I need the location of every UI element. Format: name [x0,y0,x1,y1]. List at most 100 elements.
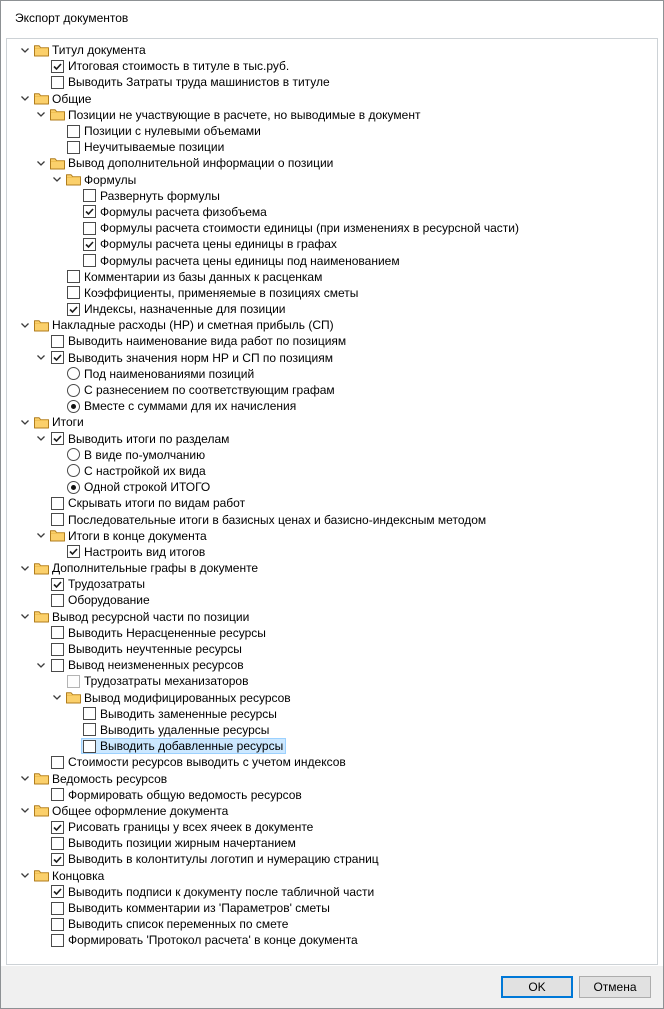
chevron-down-icon[interactable] [17,771,33,787]
tree-item-checkbox[interactable]: Оборудование [7,592,657,608]
tree-item-checkbox[interactable]: Выводить комментарии из 'Параметров' сме… [7,900,657,916]
tree-item-checkbox[interactable]: Скрывать итоги по видам работ [7,495,657,511]
chevron-down-icon[interactable] [17,609,33,625]
tree-item-folder[interactable]: Общее оформление документа [7,803,657,819]
checkbox-icon[interactable] [81,204,97,220]
tree-item-checkbox[interactable]: Формулы расчета стоимости единицы (при и… [7,220,657,236]
checkbox-icon[interactable] [81,738,97,754]
chevron-down-icon[interactable] [17,414,33,430]
tree-item-checkbox[interactable]: Рисовать границы у всех ячеек в документ… [7,819,657,835]
checkbox-icon[interactable] [49,431,65,447]
tree-item-radio[interactable]: Вместе с суммами для их начисления [7,398,657,414]
tree-item-checkbox[interactable]: Трудозатраты механизаторов [7,673,657,689]
tree-item-folder[interactable]: Вывод дополнительной информации о позици… [7,155,657,171]
tree-item-checkbox[interactable]: Индексы, назначенные для позиции [7,301,657,317]
tree-item-checkbox[interactable]: Настроить вид итогов [7,544,657,560]
tree-item-folder[interactable]: Итоги [7,414,657,430]
tree-item-checkbox[interactable]: Выводить в колонтитулы логотип и нумерац… [7,851,657,867]
checkbox-icon[interactable] [65,544,81,560]
tree-item-checkbox[interactable]: Коэффициенты, применяемые в позициях сме… [7,285,657,301]
tree-item-checkbox[interactable]: Выводить подписи к документу после табли… [7,884,657,900]
tree-item-checkbox[interactable]: Выводить итоги по разделам [7,431,657,447]
radio-button-icon[interactable] [65,382,81,398]
tree-item-folder[interactable]: Общие [7,91,657,107]
checkbox-icon[interactable] [81,188,97,204]
chevron-down-icon[interactable] [33,657,49,673]
tree-item-checkbox[interactable]: Формулы расчета физобъема [7,204,657,220]
checkbox-icon[interactable] [49,58,65,74]
checkbox-icon[interactable] [49,932,65,948]
tree-item-folder[interactable]: Формулы [7,172,657,188]
chevron-down-icon[interactable] [33,350,49,366]
tree-item-checkbox[interactable]: Выводить Затраты труда машинистов в титу… [7,74,657,90]
tree-item-radio[interactable]: В виде по-умолчанию [7,447,657,463]
checkbox-icon[interactable] [65,139,81,155]
checkbox-icon[interactable] [81,253,97,269]
tree-item-checkbox[interactable]: Выводить Нерасцененные ресурсы [7,625,657,641]
tree-item-checkbox[interactable]: Развернуть формулы [7,188,657,204]
checkbox-icon[interactable] [49,625,65,641]
tree-item-folder[interactable]: Дополнительные графы в документе [7,560,657,576]
titlebar[interactable]: Экспорт документов [1,1,663,37]
tree-item-folder[interactable]: Позиции не участвующие в расчете, но выв… [7,107,657,123]
chevron-down-icon[interactable] [33,431,49,447]
tree-item-folder[interactable]: Итоги в конце документа [7,528,657,544]
checkbox-icon[interactable] [49,592,65,608]
tree-item-checkbox[interactable]: Выводить неучтенные ресурсы [7,641,657,657]
chevron-down-icon[interactable] [33,107,49,123]
tree-item-radio[interactable]: С разнесением по соответствующим графам [7,382,657,398]
chevron-down-icon[interactable] [17,91,33,107]
tree-item-radio[interactable]: С настройкой их вида [7,463,657,479]
tree-item-checkbox[interactable]: Формировать общую ведомость ресурсов [7,787,657,803]
cancel-button[interactable]: Отмена [579,976,651,998]
checkbox-icon[interactable] [65,285,81,301]
radio-button-icon[interactable] [65,447,81,463]
checkbox-icon[interactable] [81,706,97,722]
tree-item-checkbox[interactable]: Неучитываемые позиции [7,139,657,155]
checkbox-icon[interactable] [81,236,97,252]
chevron-down-icon[interactable] [49,172,65,188]
tree-item-checkbox[interactable]: Выводить список переменных по смете [7,916,657,932]
tree-item-checkbox[interactable]: Формировать 'Протокол расчета' в конце д… [7,932,657,948]
checkbox-icon[interactable] [65,269,81,285]
checkbox-icon[interactable] [65,673,81,689]
checkbox-icon[interactable] [65,123,81,139]
chevron-down-icon[interactable] [17,868,33,884]
radio-button-icon[interactable] [65,366,81,382]
tree-item-checkbox[interactable]: Трудозатраты [7,576,657,592]
radio-button-icon[interactable] [65,398,81,414]
tree-item-checkbox[interactable]: Выводить позиции жирным начертанием [7,835,657,851]
tree-item-checkbox[interactable]: Стоимости ресурсов выводить с учетом инд… [7,754,657,770]
checkbox-icon[interactable] [49,74,65,90]
checkbox-icon[interactable] [81,722,97,738]
chevron-down-icon[interactable] [17,803,33,819]
checkbox-icon[interactable] [49,576,65,592]
tree-item-checkbox[interactable]: Комментарии из базы данных к расценкам [7,269,657,285]
checkbox-icon[interactable] [49,851,65,867]
checkbox-icon[interactable] [81,220,97,236]
checkbox-icon[interactable] [49,884,65,900]
tree-item-folder[interactable]: Вывод модифицированных ресурсов [7,690,657,706]
tree-item-checkbox[interactable]: Выводить замененные ресурсы [7,706,657,722]
checkbox-icon[interactable] [49,641,65,657]
checkbox-icon[interactable] [49,657,65,673]
tree-item-folder[interactable]: Ведомость ресурсов [7,770,657,786]
tree-item-checkbox[interactable]: Выводить удаленные ресурсы [7,722,657,738]
tree-item-radio[interactable]: Под наименованиями позиций [7,366,657,382]
chevron-down-icon[interactable] [17,42,33,58]
checkbox-icon[interactable] [49,350,65,366]
tree-item-radio[interactable]: Одной строкой ИТОГО [7,479,657,495]
checkbox-icon[interactable] [49,835,65,851]
checkbox-icon[interactable] [49,754,65,770]
ok-button[interactable]: OK [501,976,573,998]
checkbox-icon[interactable] [49,787,65,803]
tree-item-checkbox[interactable]: Позиции с нулевыми объемами [7,123,657,139]
tree-item-checkbox[interactable]: Итоговая стоимость в титуле в тыс.руб. [7,58,657,74]
tree-item-checkbox[interactable]: Выводить значения норм НР и СП по позици… [7,350,657,366]
tree-item-checkbox[interactable]: Последовательные итоги в базисных ценах … [7,511,657,527]
checkbox-icon[interactable] [49,900,65,916]
chevron-down-icon[interactable] [49,690,65,706]
radio-button-icon[interactable] [65,463,81,479]
checkbox-icon[interactable] [49,333,65,349]
